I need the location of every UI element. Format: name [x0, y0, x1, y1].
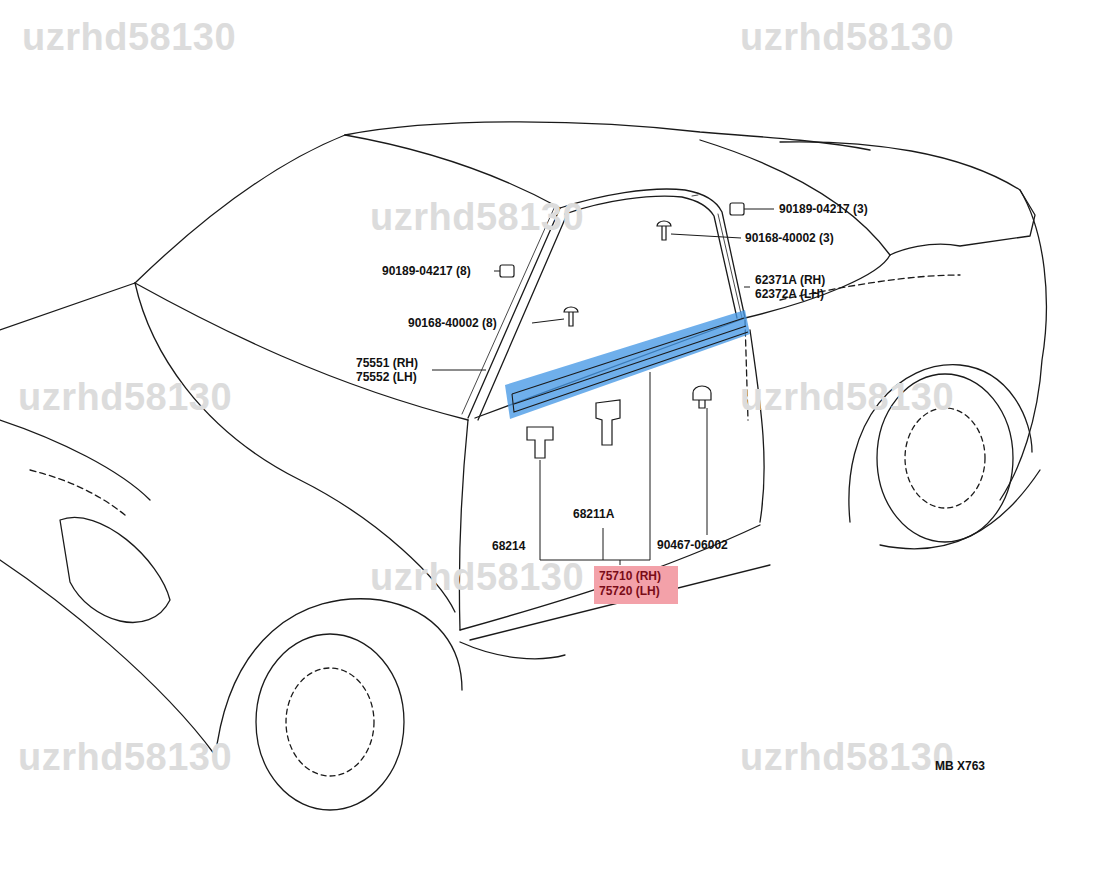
part-number: 75551 (RH): [356, 357, 418, 369]
watermark: uzrhd58130: [22, 18, 236, 56]
watermark: uzrhd58130: [18, 378, 232, 416]
part-number: 90467-06002: [657, 539, 728, 551]
part-number: 68211A: [573, 508, 614, 520]
watermark: uzrhd58130: [740, 18, 954, 56]
watermark: uzrhd58130: [740, 738, 954, 776]
diagram-code: MB X763: [935, 760, 985, 772]
watermark: uzrhd58130: [18, 738, 232, 776]
part-number: 90189-04217 (8): [382, 265, 471, 277]
part-number: 90168-40002 (3): [745, 232, 834, 244]
highlight-band: [505, 310, 750, 419]
callout-number: 75720 (LH): [599, 584, 673, 599]
part-number: 90168-40002 (8): [408, 317, 497, 329]
watermark: uzrhd58130: [740, 378, 954, 416]
part-number: 90189-04217 (3): [779, 203, 868, 215]
part-number: 62372A (LH): [755, 288, 824, 300]
part-number: 68214: [492, 540, 525, 552]
callout-number: 75710 (RH): [599, 569, 673, 584]
part-number: 62371A (RH): [755, 274, 825, 286]
callout-highlight: 75710 (RH)75720 (LH): [594, 566, 678, 604]
watermark: uzrhd58130: [370, 198, 584, 236]
watermark: uzrhd58130: [370, 558, 584, 596]
part-number: 75552 (LH): [356, 371, 417, 383]
